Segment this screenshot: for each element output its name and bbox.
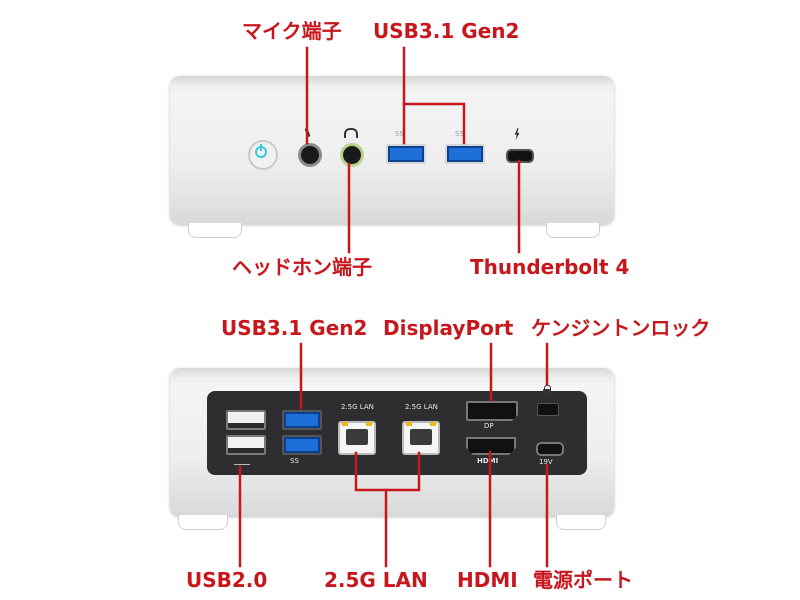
rear-left-foot <box>178 515 228 530</box>
lan-marking-2: 2.5G LAN <box>405 403 438 411</box>
displayport-label: DisplayPort <box>383 316 514 340</box>
power-port-label: 電源ポート <box>533 568 633 592</box>
kensington-label: ケンジントンロック <box>531 316 711 340</box>
displayport-port <box>466 401 518 421</box>
hdmi-marking: HDMI <box>477 457 499 465</box>
usb2-label: USB2.0 <box>186 568 268 592</box>
front-top-band <box>170 76 614 88</box>
lan-led-right <box>366 422 372 426</box>
dp-marking: DP <box>484 422 494 430</box>
lock-icon-shackle <box>544 385 551 391</box>
power-icon-stem <box>260 144 262 151</box>
rear-right-foot <box>556 515 606 530</box>
lan-port-2 <box>402 421 440 455</box>
thunderbolt-icon <box>514 128 520 140</box>
front-ss-marking-2: SS <box>455 130 464 138</box>
headphone-jack <box>340 143 364 167</box>
usb-icon-rear <box>234 460 250 465</box>
mic-jack-label: マイク端子 <box>242 19 342 43</box>
front-usb-label: USB3.1 Gen2 <box>373 19 520 43</box>
front-usb3-port-2 <box>445 144 485 164</box>
thunderbolt-label: Thunderbolt 4 <box>470 255 630 279</box>
lan-label: 2.5G LAN <box>324 568 428 592</box>
rear-usb3-label: USB3.1 Gen2 <box>221 316 368 340</box>
front-usb3-port-1 <box>386 144 426 164</box>
hdmi-port <box>466 437 516 455</box>
usb2-port-2 <box>226 435 266 455</box>
headphone-icon <box>344 128 358 138</box>
lan-port-1 <box>338 421 376 455</box>
front-left-foot <box>188 223 242 238</box>
mic-jack <box>298 143 322 167</box>
usb2-port-1 <box>226 410 266 430</box>
rear-usb3-port-1 <box>282 410 322 430</box>
lan-socket-2 <box>410 429 432 445</box>
lock-icon <box>543 389 550 395</box>
power-port <box>536 442 564 456</box>
front-ss-marking-1: SS <box>395 130 404 138</box>
thunderbolt-port <box>506 149 534 163</box>
headphone-jack-label: ヘッドホン端子 <box>232 255 372 279</box>
rear-io-panel <box>207 391 587 475</box>
rear-top-band <box>170 368 614 380</box>
rear-usb3-port-2 <box>282 435 322 455</box>
lan-led-left <box>342 422 348 426</box>
lan-socket-1 <box>346 429 368 445</box>
hdmi-label: HDMI <box>457 568 518 592</box>
lan-led-right <box>430 422 436 426</box>
power-marking: 19V <box>539 458 553 466</box>
kensington-slot <box>537 403 559 416</box>
lan-led-left <box>406 422 412 426</box>
lan-marking-1: 2.5G LAN <box>341 403 374 411</box>
front-right-foot <box>546 223 600 238</box>
rear-ss-marking: SS <box>290 457 299 465</box>
